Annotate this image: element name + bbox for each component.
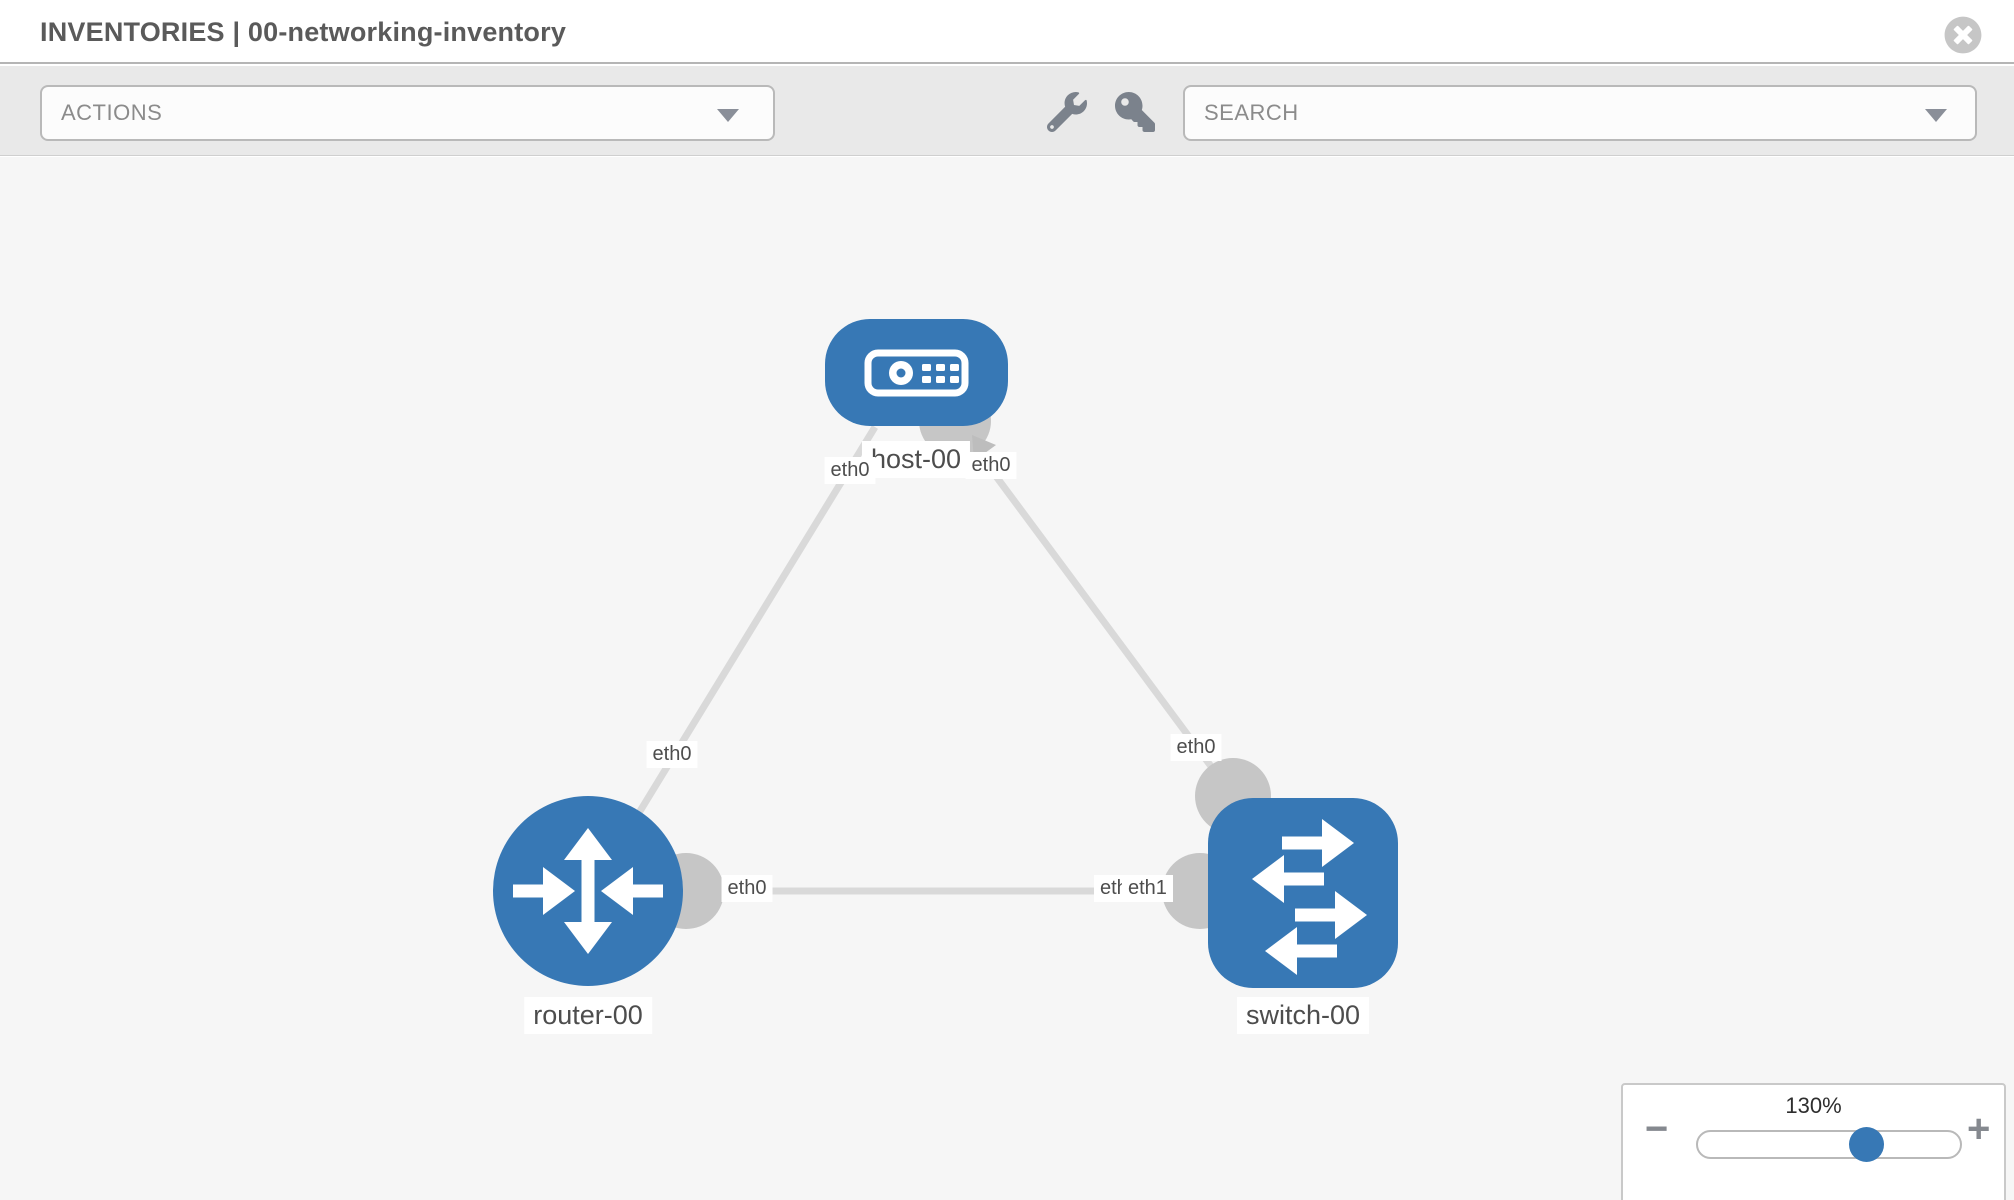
close-button[interactable]: [1944, 16, 1982, 54]
interface-label: eth1: [1122, 875, 1173, 902]
zoom-slider-thumb[interactable]: [1849, 1127, 1884, 1162]
close-icon: [1944, 16, 1982, 57]
node-switch[interactable]: [1208, 798, 1398, 988]
actions-dropdown-label: ACTIONS: [61, 100, 163, 125]
node-label-host: host-00: [861, 441, 971, 478]
host-icon: [864, 349, 969, 397]
switch-icon: [1252, 819, 1367, 975]
key-icon: [1115, 91, 1155, 135]
chevron-down-icon: [717, 109, 739, 122]
node-router[interactable]: [493, 796, 683, 986]
topology-canvas[interactable]: host-00 router-00 switch-00 eth0 eth0 et…: [0, 157, 2014, 1200]
interface-label: eth0: [965, 452, 1017, 479]
configure-button[interactable]: [1044, 90, 1090, 136]
zoom-panel: 130% − +: [1621, 1083, 2006, 1200]
search-dropdown[interactable]: SEARCH: [1183, 85, 1977, 141]
header: INVENTORIES | 00-networking-inventory: [0, 0, 2014, 64]
interface-label: eth0: [1170, 734, 1222, 761]
chevron-down-icon: [1925, 109, 1947, 122]
actions-dropdown[interactable]: ACTIONS: [40, 85, 775, 141]
wrench-icon: [1046, 91, 1087, 135]
search-dropdown-label: SEARCH: [1204, 100, 1299, 125]
node-label-switch: switch-00: [1236, 997, 1370, 1034]
link-host-router[interactable]: [612, 425, 878, 854]
zoom-out-button[interactable]: −: [1645, 1107, 1669, 1151]
router-icon: [513, 828, 663, 954]
zoom-in-button[interactable]: +: [1967, 1107, 1991, 1151]
toolbar: ACTIONS SEARCH: [0, 66, 2014, 156]
interface-label: eth0: [721, 875, 773, 902]
zoom-level-value: 130%: [1785, 1093, 1842, 1118]
interface-label: eth0: [646, 741, 698, 768]
node-label-router: router-00: [524, 997, 652, 1034]
page-title: INVENTORIES | 00-networking-inventory: [40, 17, 567, 47]
credentials-button[interactable]: [1112, 90, 1158, 136]
node-host[interactable]: [825, 319, 1008, 426]
zoom-slider-track[interactable]: [1696, 1127, 1962, 1162]
interface-label: eth0: [824, 457, 876, 484]
